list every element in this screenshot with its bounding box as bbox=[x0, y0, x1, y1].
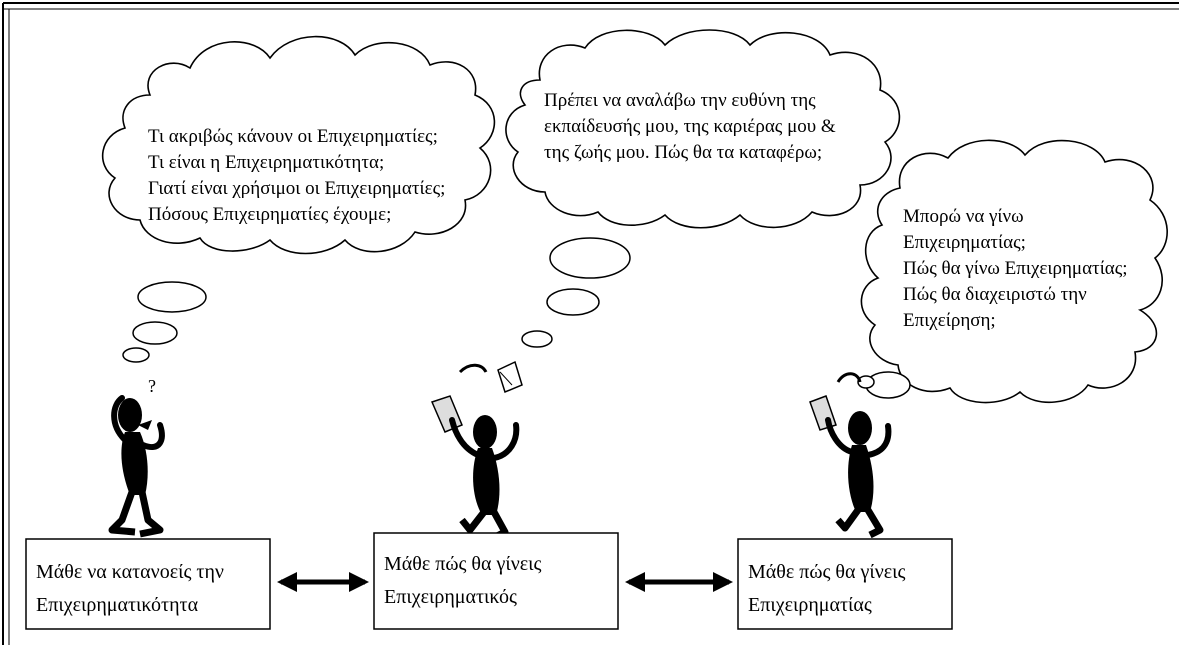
cloud-bubble bbox=[549, 237, 631, 279]
box-1-line-2: Επιχειρηματικότητα bbox=[36, 594, 199, 616]
cloud-bubble bbox=[857, 375, 875, 389]
thought-cloud-1: Τι ακριβώς κάνουν οι Επιχειρηματίες; Τι … bbox=[101, 35, 496, 363]
cloud-3-line-1: Μπορώ να γίνω bbox=[903, 206, 1024, 227]
cloud-outline bbox=[101, 35, 496, 255]
cloud-1-line-1: Τι ακριβώς κάνουν οι Επιχειρηματίες; bbox=[148, 126, 438, 147]
cloud-bubble bbox=[137, 281, 207, 313]
cloud-1-line-3: Γιατί είναι χρήσιμοι οι Επιχειρηματίες; bbox=[148, 178, 445, 199]
cloud-2-line-2: εκπαίδευσής μου, της καριέρας μου & bbox=[544, 116, 836, 137]
box-2-line-2: Επιχειρηματικός bbox=[384, 586, 517, 608]
cloud-1-line-2: Τι είναι η Επιχειρηματικότητα; bbox=[148, 152, 384, 173]
thought-cloud-3: Μπορώ να γίνω Επιχειρηματίας; Πώς θα γίν… bbox=[857, 139, 1168, 404]
cloud-1-line-4: Πόσους Επιχειρηματίες έχουμε; bbox=[148, 204, 391, 225]
thought-cloud-2: Πρέπει να αναλάβω την ευθύνη της εκπαίδε… bbox=[505, 29, 901, 348]
cloud-2-line-3: της ζωής μου. Πώς θα τα καταφέρω; bbox=[544, 142, 822, 163]
cloud-3-line-3: Πώς θα γίνω Επιχειρηματίας; bbox=[903, 258, 1128, 279]
question-mark: ? bbox=[148, 376, 156, 396]
box-1-line-1: Μάθε να κατανοείς την bbox=[36, 561, 224, 583]
step-box-3: Μάθε πώς θα γίνεις Επιχειρηματίας bbox=[737, 538, 953, 630]
cloud-outline bbox=[860, 139, 1168, 404]
cloud-bubble bbox=[132, 321, 178, 345]
box-3-line-1: Μάθε πώς θα γίνεις bbox=[748, 561, 906, 583]
cloud-3-line-2: Επιχειρηματίας; bbox=[903, 232, 1026, 253]
juggling-figure-icon bbox=[430, 360, 523, 541]
cloud-2-line-1: Πρέπει να αναλάβω την ευθύνη της bbox=[544, 90, 816, 111]
cloud-bubble bbox=[122, 347, 150, 363]
cloud-bubble bbox=[521, 330, 553, 348]
cloud-bubble bbox=[546, 288, 600, 316]
cloud-3-line-4: Πώς θα διαχειριστώ την bbox=[903, 284, 1087, 305]
thinking-figure-icon bbox=[809, 372, 892, 539]
box-2-line-1: Μάθε πώς θα γίνεις bbox=[384, 553, 542, 575]
confused-figure-icon: ? bbox=[108, 376, 165, 538]
step-box-2: Μάθε πώς θα γίνεις Επιχειρηματικός bbox=[373, 532, 619, 630]
step-box-1: Μάθε να κατανοείς την Επιχειρηματικότητα bbox=[25, 538, 271, 630]
cloud-outline bbox=[505, 29, 901, 229]
cloud-3-line-5: Επιχείρηση; bbox=[903, 310, 996, 331]
box-3-line-2: Επιχειρηματίας bbox=[748, 594, 872, 616]
